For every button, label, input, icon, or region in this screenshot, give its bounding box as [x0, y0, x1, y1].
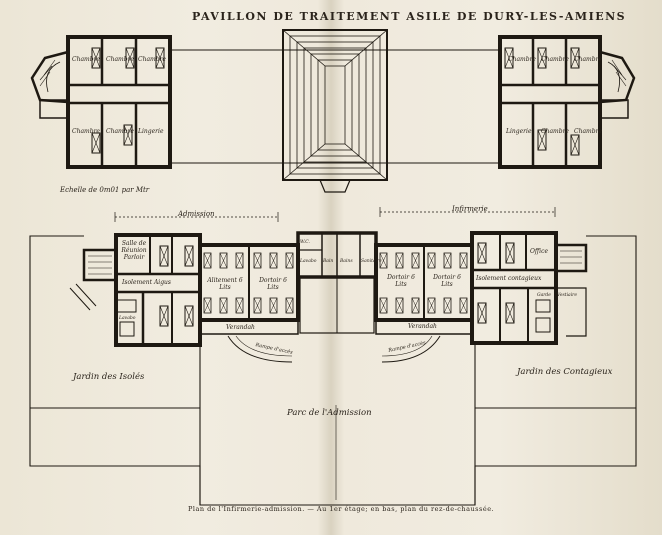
room-label: Chambre	[72, 128, 100, 135]
room-label: Chambre	[508, 56, 536, 63]
room-label: Chambre	[106, 128, 134, 135]
room-label-salle-reunion: Salle de Réunion Parloir	[121, 240, 147, 261]
ground-right-ward	[374, 243, 474, 335]
room-label: Chambre	[541, 56, 569, 63]
room-label-dortoir-right-2: Dortoir 6 Lits	[433, 274, 461, 288]
ramp-right	[381, 335, 441, 363]
upper-left-wing	[30, 35, 172, 169]
room-label: Chambre	[574, 56, 602, 63]
room-label: Chambre	[574, 128, 602, 135]
room-label-isolement-aigus: Isolement Aigus	[122, 279, 171, 286]
small-label: Garde	[537, 293, 551, 298]
small-label: Bain	[323, 259, 334, 264]
central-roof	[282, 29, 388, 193]
room-label: Chambre	[138, 56, 166, 63]
garden-left-label: Jardin des Isolés	[73, 372, 145, 382]
ramp-left	[227, 335, 293, 363]
room-label: Lingerie	[138, 128, 164, 135]
room-label: Chambre	[72, 56, 100, 63]
garden-right-label: Jardin des Contagieux	[517, 367, 613, 377]
room-label-dortoir-left: Dortoir 6 Lits	[259, 277, 287, 291]
park-label: Parc de l'Admission	[287, 408, 372, 418]
room-label-verandah-left: Verandah	[226, 324, 255, 331]
room-label: Chambre	[541, 128, 569, 135]
garden-walls	[29, 235, 637, 506]
room-label-office: Office	[530, 248, 548, 255]
scale-label: Echelle de 0m01 par Mtr	[60, 186, 150, 194]
small-label: Vestiaire	[557, 293, 577, 298]
ground-right-block	[470, 231, 588, 345]
small-label: Bains	[340, 259, 353, 264]
small-label: Lavabo	[119, 316, 136, 321]
room-label: Chambre	[106, 56, 134, 63]
small-label: Lavabo	[300, 259, 317, 264]
small-label: Sanitaire	[361, 259, 382, 264]
small-label: W.C.	[300, 240, 310, 245]
ground-left-ward	[198, 243, 300, 335]
plan-title: PAVILLON DE TRAITEMENT ASILE DE DURY-LES…	[192, 10, 627, 23]
ground-center-block	[296, 231, 378, 334]
room-label-verandah-right: Verandah	[408, 323, 437, 330]
room-label-alitement: Alitement 6 Lits	[207, 277, 243, 291]
plan-caption: Plan de l'Infirmerie-admission. — Au 1er…	[188, 505, 495, 513]
room-label-dortoir-right-1: Dortoir 6 Lits	[387, 274, 415, 288]
section-infirmerie-label: Infirmerie	[452, 205, 488, 213]
upper-right-wing	[498, 35, 636, 169]
section-admission-label: Admission	[178, 210, 215, 218]
room-label-isolement-contagieux: Isolement contagieux	[476, 275, 542, 282]
room-label: Lingerie	[506, 128, 532, 135]
